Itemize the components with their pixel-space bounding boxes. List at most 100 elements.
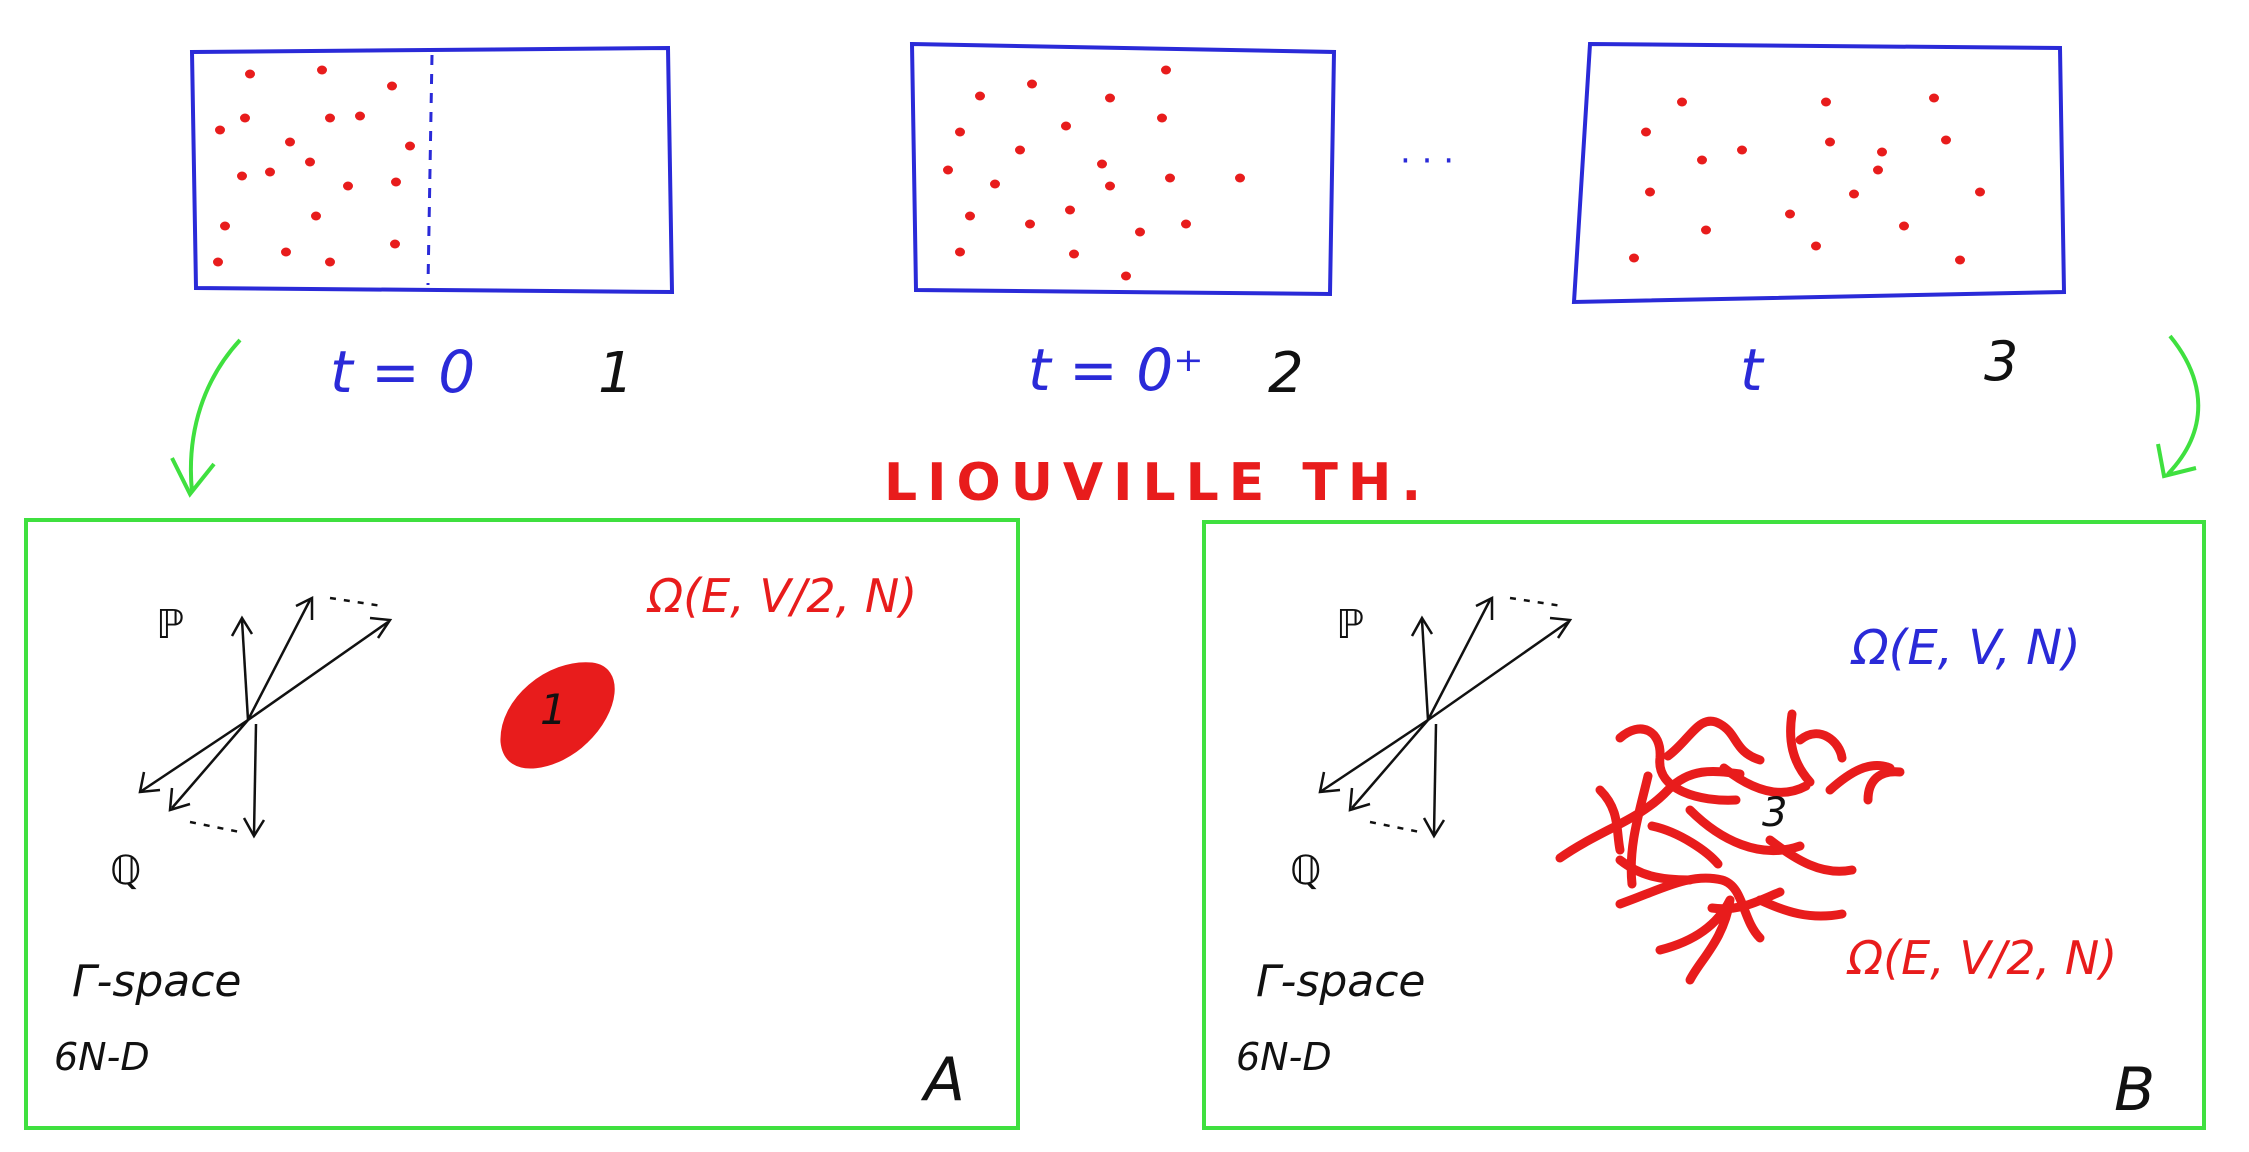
particle-dot bbox=[1825, 137, 1835, 147]
particle-dot bbox=[990, 179, 1000, 189]
box-number-2: 2 bbox=[1268, 341, 1304, 406]
omega-full-label: Ω(E, V, N) bbox=[1850, 620, 2081, 676]
particle-dot bbox=[237, 171, 247, 181]
gamma-space-label-b: Γ-space bbox=[1256, 956, 1425, 1007]
particle-dot bbox=[1105, 181, 1115, 191]
particle-dot bbox=[390, 239, 400, 249]
omega-half-label-b: Ω(E, V/2, N) bbox=[1846, 931, 2117, 985]
particle-dot bbox=[1677, 97, 1687, 107]
particle-dot bbox=[955, 127, 965, 137]
gamma-space-label-a: Γ-space bbox=[72, 956, 241, 1007]
liouville-title: LIOUVILLE TH. bbox=[884, 453, 1431, 513]
omega-half-label-a: Ω(E, V/2, N) bbox=[646, 569, 917, 623]
particle-dot bbox=[1097, 159, 1107, 169]
particle-dot bbox=[285, 137, 295, 147]
particle-dot bbox=[1975, 187, 1985, 197]
particle-dot bbox=[305, 157, 315, 167]
q-axis-label-b: ℚ bbox=[1290, 848, 1321, 894]
particle-dot bbox=[943, 165, 953, 175]
dimension-label-b: 6N-D bbox=[1236, 1035, 1332, 1079]
particle-dot bbox=[1737, 145, 1747, 155]
particle-dot bbox=[1811, 241, 1821, 251]
particle-dot bbox=[1941, 135, 1951, 145]
particle-dot bbox=[1135, 227, 1145, 237]
particle-dot bbox=[1899, 221, 1909, 231]
particle-dot bbox=[1061, 121, 1071, 131]
particle-dot bbox=[955, 247, 965, 257]
particle-dot bbox=[1181, 219, 1191, 229]
p-axis-label-b: ℙ bbox=[1336, 602, 1364, 648]
box-1 bbox=[189, 45, 675, 295]
partition-wall bbox=[426, 54, 434, 286]
particle-dot bbox=[1873, 165, 1883, 175]
particle-dot bbox=[391, 177, 401, 187]
particle-dot bbox=[1025, 219, 1035, 229]
phase-blob-initial bbox=[500, 662, 615, 769]
particle-dot bbox=[1069, 249, 1079, 259]
particle-dot bbox=[1929, 93, 1939, 103]
particle-dot bbox=[343, 181, 353, 191]
particle-dot bbox=[1157, 113, 1167, 123]
panel-b: ℙ ℚ Γ-space 6N-D Ω(E, V, N) Ω(E, V/2, N) bbox=[1202, 520, 2206, 1130]
particle-dot bbox=[1821, 97, 1831, 107]
particle-dot bbox=[1027, 79, 1037, 89]
particle-dot bbox=[1065, 205, 1075, 215]
blob-label-b: 3 bbox=[1762, 790, 1787, 836]
particle-dot bbox=[281, 247, 291, 257]
q-axis-label-a: ℚ bbox=[110, 848, 141, 894]
particle-dot bbox=[1015, 145, 1025, 155]
particle-dot bbox=[965, 211, 975, 221]
panel-a: ℙ ℚ Γ-space 6N-D Ω(E, V/2, N) 1 A bbox=[24, 518, 1020, 1130]
box-3 bbox=[1571, 41, 2067, 305]
particle-dot bbox=[245, 69, 255, 79]
particle-dot bbox=[1105, 93, 1115, 103]
particle-dot bbox=[1645, 187, 1655, 197]
particle-dot bbox=[325, 257, 335, 267]
particle-dot bbox=[215, 125, 225, 135]
ellipsis: · · · bbox=[1400, 141, 1454, 181]
arrow-to-panel-a bbox=[170, 338, 242, 498]
particle-dot bbox=[1235, 173, 1245, 183]
particle-dot bbox=[1849, 189, 1859, 199]
particles-box-1 bbox=[213, 65, 415, 267]
time-label-3: t bbox=[1740, 336, 1765, 404]
particle-dot bbox=[265, 167, 275, 177]
panel-b-frame bbox=[1202, 520, 2206, 1130]
particles-box-3 bbox=[1629, 93, 1985, 265]
arrow-to-panel-b bbox=[2156, 334, 2201, 479]
panel-letter-b: B bbox=[2114, 1055, 2155, 1125]
particle-dot bbox=[220, 221, 230, 231]
particle-dot bbox=[1629, 253, 1639, 263]
box-number-1: 1 bbox=[598, 341, 634, 406]
particle-dot bbox=[1641, 127, 1651, 137]
particle-dot bbox=[1697, 155, 1707, 165]
particle-dot bbox=[1701, 225, 1711, 235]
particle-dot bbox=[311, 211, 321, 221]
blob-label-a: 1 bbox=[540, 685, 567, 734]
particle-dot bbox=[1785, 209, 1795, 219]
particle-dot bbox=[1121, 271, 1131, 281]
particle-dot bbox=[1877, 147, 1887, 157]
box-number-3: 3 bbox=[1984, 330, 2018, 393]
p-axis-label-a: ℙ bbox=[156, 602, 184, 648]
particle-dot bbox=[355, 111, 365, 121]
particle-dot bbox=[975, 91, 985, 101]
box-2 bbox=[909, 41, 1337, 297]
particle-dot bbox=[1955, 255, 1965, 265]
phase-blob-filamented bbox=[1555, 709, 1905, 985]
particle-dot bbox=[213, 257, 223, 267]
particle-dot bbox=[405, 141, 415, 151]
particle-dot bbox=[1165, 173, 1175, 183]
panel-letter-a: A bbox=[920, 1045, 965, 1115]
time-label-2: t = 0⁺ bbox=[1028, 336, 1204, 404]
panel-a-frame bbox=[24, 518, 1020, 1130]
particle-dot bbox=[387, 81, 397, 91]
particle-dot bbox=[317, 65, 327, 75]
time-label-1: t = 0 bbox=[330, 338, 475, 406]
dimension-label-a: 6N-D bbox=[54, 1035, 150, 1079]
phase-space-axes-b bbox=[1318, 595, 1573, 839]
particles-box-2 bbox=[943, 65, 1245, 281]
particle-dot bbox=[1161, 65, 1171, 75]
phase-space-axes-a bbox=[138, 595, 393, 839]
